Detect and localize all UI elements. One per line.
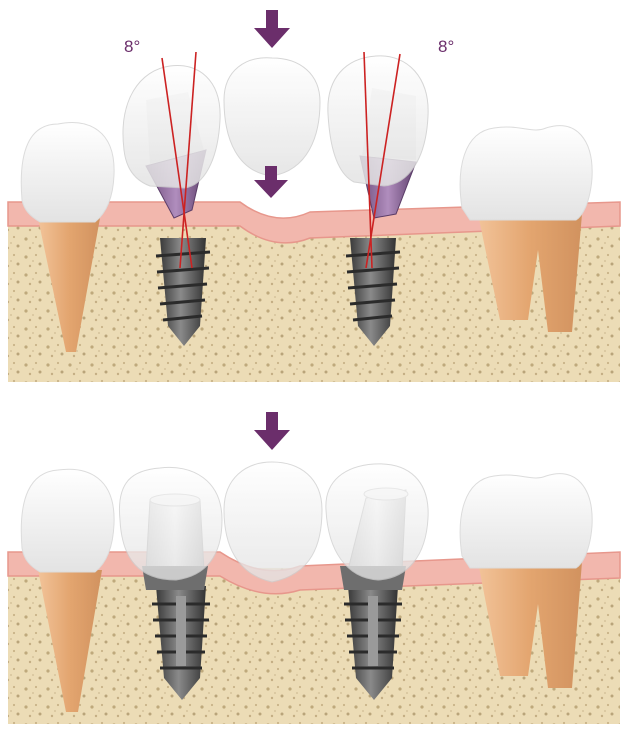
down-arrow-top bbox=[254, 10, 290, 48]
middle-crown-top bbox=[224, 58, 320, 176]
right-crown-top bbox=[328, 56, 428, 186]
left-crown-bottom bbox=[119, 467, 222, 580]
bridge-bottom bbox=[119, 462, 428, 582]
down-arrow-bottom bbox=[254, 412, 290, 450]
panel-before: 8° 8° bbox=[8, 10, 620, 382]
right-crown-bottom bbox=[326, 464, 428, 580]
right-angle-label: 8° bbox=[438, 37, 454, 56]
panel-after bbox=[8, 412, 620, 724]
left-angle-label: 8° bbox=[124, 37, 140, 56]
